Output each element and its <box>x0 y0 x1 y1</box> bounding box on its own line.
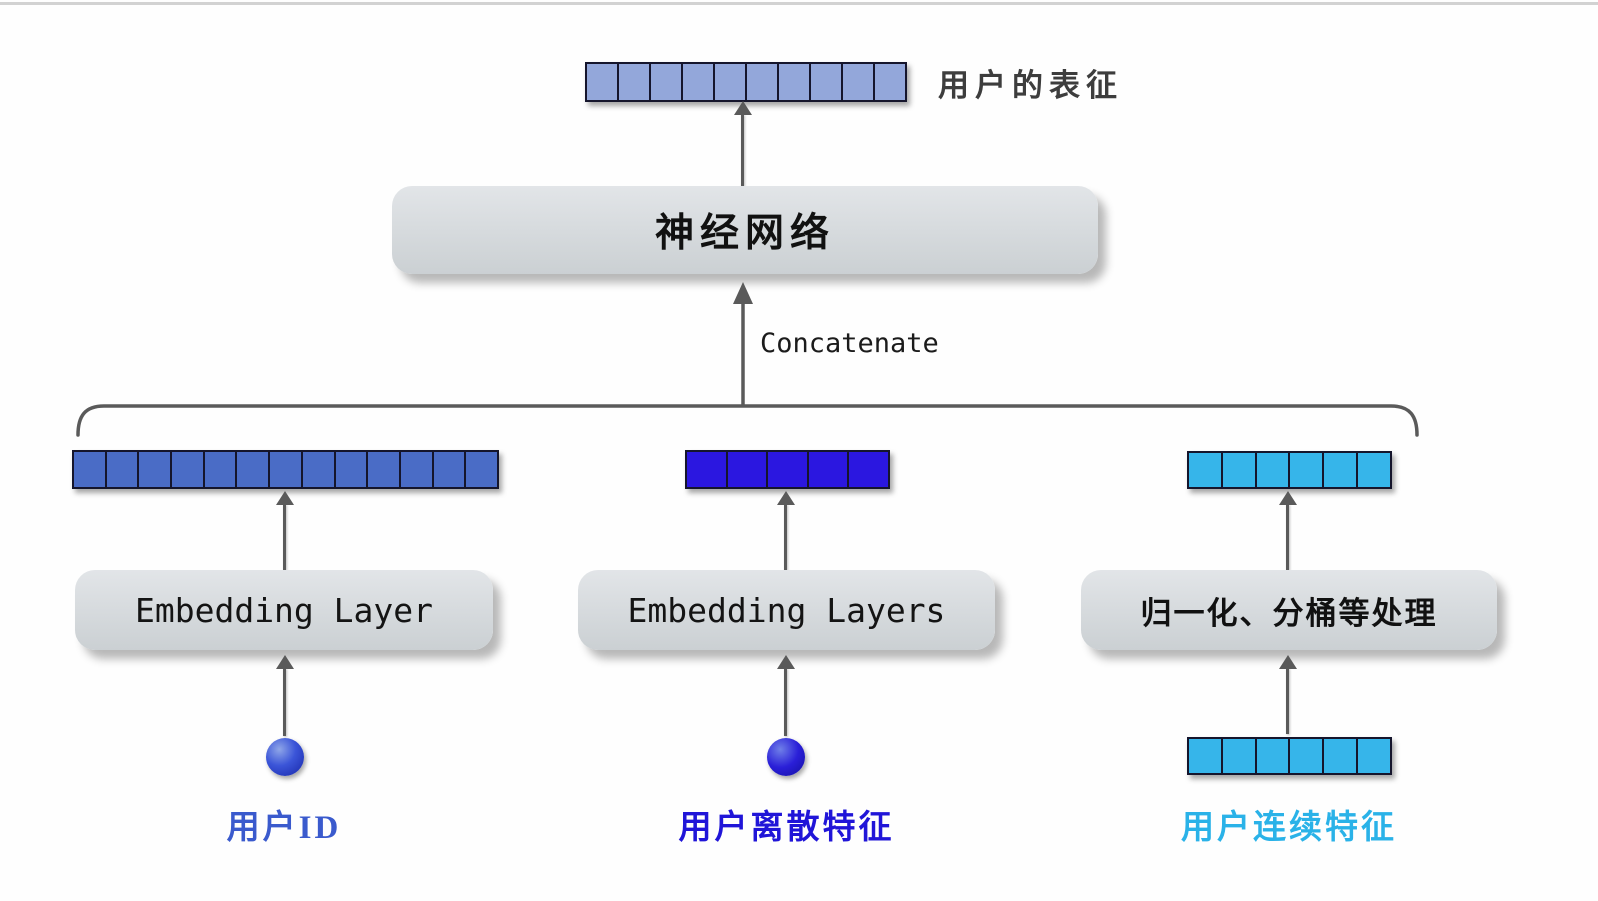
vector-cell <box>713 64 745 100</box>
vector-cell <box>137 452 171 487</box>
arrow-normalize-to-vector <box>1278 491 1297 570</box>
vector-cell <box>1356 739 1390 773</box>
normalize-bucketize-label: 归一化、分桶等处理 <box>1140 595 1438 631</box>
user-representation-vector <box>585 62 907 102</box>
neural-network-box: 神经网络 <box>392 186 1098 274</box>
arrow-continuous-to-normalize <box>1278 655 1297 734</box>
vector-cell <box>170 452 203 487</box>
embedding-layer-label: Embedding Layer <box>134 590 433 630</box>
vector-cell <box>687 452 726 487</box>
vector-cell <box>1220 453 1255 487</box>
vector-cell <box>202 452 236 487</box>
arrow-user-id-to-embedding-layer <box>275 655 294 736</box>
vector-cell <box>725 452 767 487</box>
vector-cell <box>681 64 713 100</box>
concatenate-label: Concatenate <box>760 328 939 359</box>
vector-cell <box>841 64 873 100</box>
vector-cell <box>777 64 809 100</box>
vector-cell <box>1189 739 1221 773</box>
user-continuous-label: 用户连续特征 <box>1181 810 1397 846</box>
vector-cell <box>333 452 367 487</box>
vector-cell <box>366 452 399 487</box>
user-discrete-embedding-vector <box>685 450 890 489</box>
vector-cell <box>766 452 807 487</box>
top-border-line <box>0 2 1598 5</box>
vector-cell <box>806 452 848 487</box>
user-id-label: 用户ID <box>226 810 342 846</box>
user-id-sphere <box>266 738 304 776</box>
vector-cell <box>1288 453 1323 487</box>
vector-cell <box>464 452 497 487</box>
vector-cell <box>809 64 841 100</box>
vector-cell <box>1322 453 1357 487</box>
user-continuous-processed-vector <box>1187 451 1392 489</box>
vector-cell <box>587 64 617 100</box>
vector-cell <box>74 452 105 487</box>
vector-cell <box>1254 739 1289 773</box>
arrow-embedding-layer-to-vector <box>275 491 294 570</box>
user-representation-label: 用户的表征 <box>938 68 1123 103</box>
vector-cell <box>649 64 681 100</box>
vector-cell <box>431 452 465 487</box>
embedding-layer-box: Embedding Layer <box>75 570 493 650</box>
arrow-network-to-output <box>733 101 752 186</box>
vector-cell <box>398 452 432 487</box>
vector-cell <box>873 64 905 100</box>
user-discrete-sphere <box>767 738 805 776</box>
vector-cell <box>1220 739 1255 773</box>
arrow-discrete-to-embedding-layers <box>776 655 795 736</box>
normalize-bucketize-box: 归一化、分桶等处理 <box>1081 570 1497 650</box>
vector-cell <box>1322 739 1357 773</box>
user-discrete-label: 用户离散特征 <box>678 810 895 846</box>
vector-cell <box>617 64 649 100</box>
vector-cell <box>745 64 777 100</box>
embedding-layers-box: Embedding Layers <box>578 570 995 650</box>
user-id-embedding-vector <box>72 450 499 489</box>
embedding-layers-label: Embedding Layers <box>627 590 946 630</box>
vector-cell <box>1189 453 1221 487</box>
user-continuous-input-vector <box>1187 737 1392 775</box>
vector-cell <box>847 452 888 487</box>
arrow-embedding-layers-to-vector <box>776 491 795 570</box>
vector-cell <box>104 452 138 487</box>
vector-cell <box>1254 453 1289 487</box>
vector-cell <box>1356 453 1390 487</box>
vector-cell <box>1288 739 1323 773</box>
vector-cell <box>268 452 301 487</box>
vector-cell <box>300 452 334 487</box>
neural-network-label: 神经网络 <box>654 212 835 255</box>
vector-cell <box>235 452 269 487</box>
